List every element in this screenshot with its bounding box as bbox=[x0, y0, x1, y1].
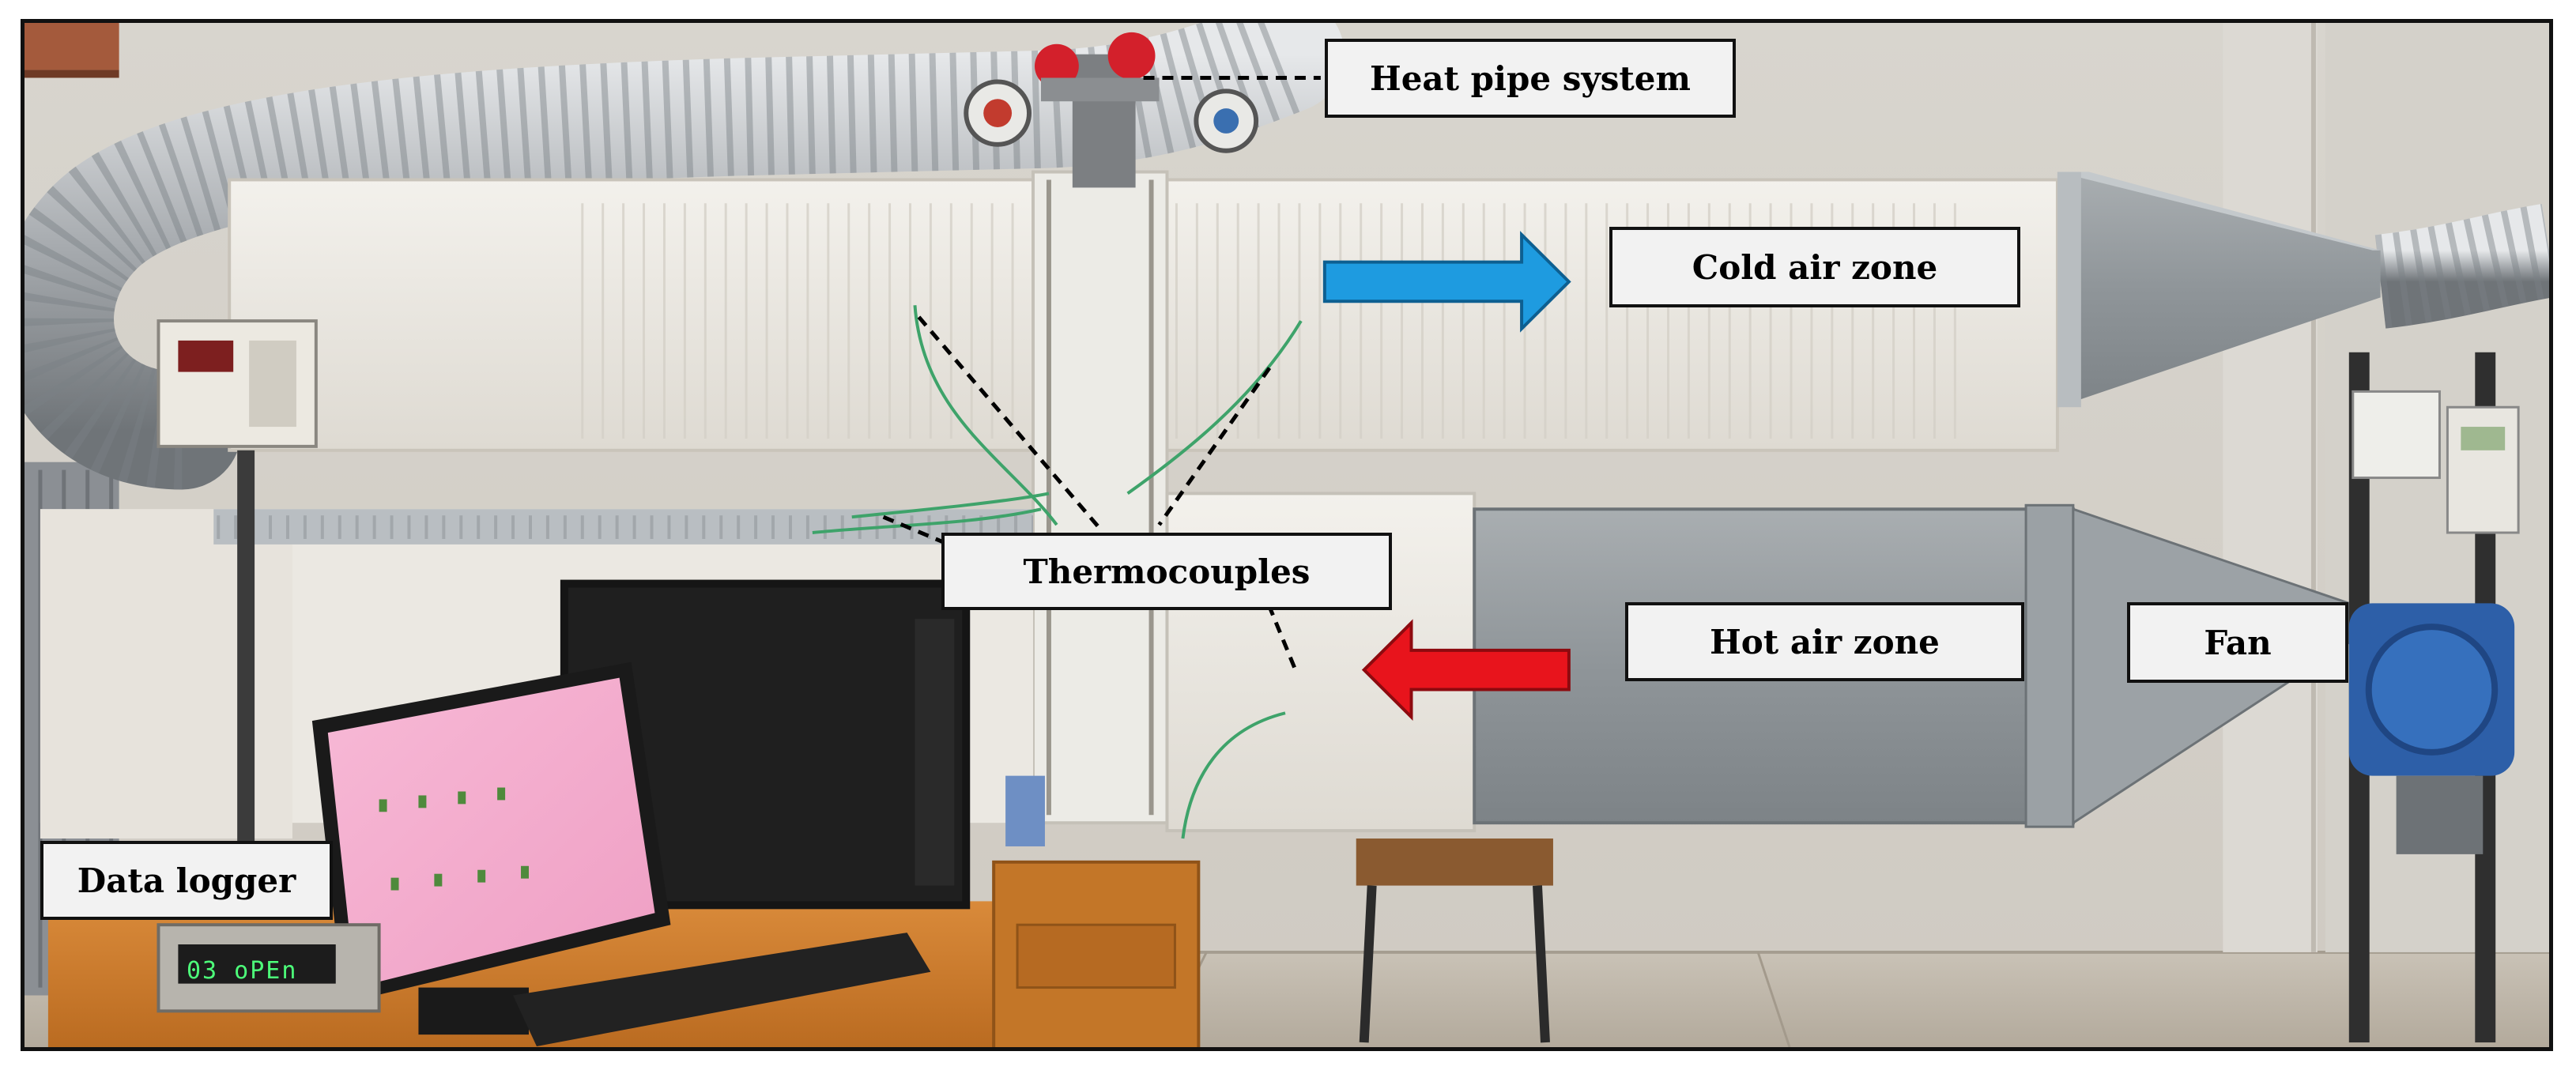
fan-label: Fan bbox=[2127, 602, 2348, 683]
data-logger-display: 03 oPEn bbox=[187, 957, 298, 985]
heat-pipe-system-label: Heat pipe system bbox=[1325, 39, 1736, 118]
photo-frame: Heat pipe system Cold air zone Thermocou… bbox=[21, 19, 2553, 1051]
hot-air-zone-label: Hot air zone bbox=[1625, 602, 2024, 681]
cold-air-zone-label: Cold air zone bbox=[1609, 227, 2020, 307]
data-logger-label: Data logger bbox=[40, 841, 333, 920]
thermocouples-label: Thermocouples bbox=[941, 533, 1392, 610]
